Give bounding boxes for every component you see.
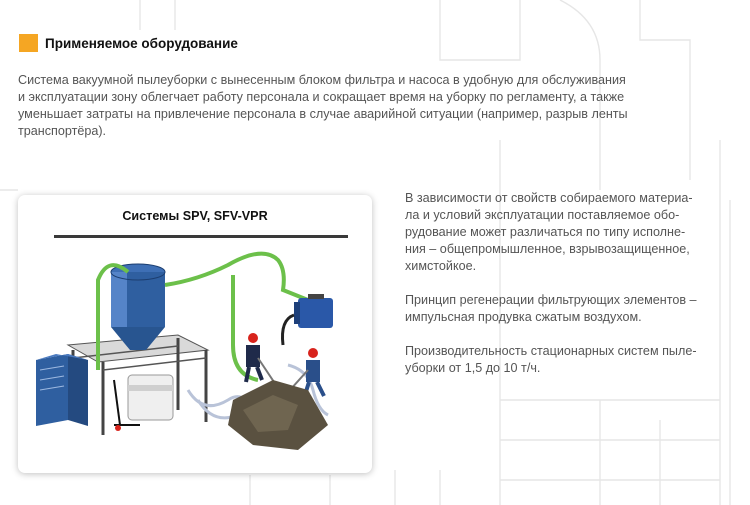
- equipment-card: Системы SPV, SFV-VPR: [18, 195, 372, 473]
- debris-pile: [228, 380, 328, 450]
- card-divider: [54, 235, 348, 238]
- collection-tank: [127, 374, 174, 421]
- details-paragraph-variants: В зависимости от свойств собираемого мат…: [405, 190, 745, 275]
- intro-line: уменьшает затраты на привлечение персона…: [18, 107, 628, 121]
- details-column: В зависимости от свойств собираемого мат…: [405, 190, 745, 394]
- card-title: Системы SPV, SFV-VPR: [122, 209, 268, 223]
- details-line: рудование может различаться по типу испо…: [405, 225, 686, 239]
- intro-paragraph: Система вакуумной пылеуборки с вынесенны…: [18, 72, 743, 140]
- details-line: В зависимости от свойств собираемого мат…: [405, 191, 693, 205]
- intro-line: транспортёра).: [18, 124, 107, 138]
- details-line: химстойкое.: [405, 259, 477, 273]
- details-line: ла и условий эксплуатации поставляемое о…: [405, 208, 680, 222]
- green-hoses: [96, 251, 309, 382]
- details-line: импульсная продувка сжатым воздухом.: [405, 310, 642, 324]
- vacuum-pump: [281, 294, 333, 346]
- blue-cabinet: [36, 354, 88, 426]
- intro-line: и эксплуатации зону облегчает работу пер…: [18, 90, 625, 104]
- section-header: Применяемое оборудование: [19, 33, 238, 53]
- section-title: Применяемое оборудование: [45, 35, 238, 51]
- section-marker: [19, 34, 38, 52]
- details-line: уборки от 1,5 до 10 т/ч.: [405, 361, 541, 375]
- details-line: Производительность стационарных систем п…: [405, 344, 697, 358]
- intro-line: Система вакуумной пылеуборки с вынесенны…: [18, 73, 626, 87]
- details-line: Принцип регенерации фильтрующих элементо…: [405, 293, 697, 307]
- equipment-illustration: [36, 251, 333, 450]
- details-paragraph-regeneration: Принцип регенерации фильтрующих элементо…: [405, 292, 745, 326]
- filter-cyclone: [110, 263, 166, 350]
- details-paragraph-capacity: Производительность стационарных систем п…: [405, 343, 745, 377]
- details-line: ния – общепромышленное, взрывозащищенное…: [405, 242, 690, 256]
- hand-truck: [113, 379, 140, 431]
